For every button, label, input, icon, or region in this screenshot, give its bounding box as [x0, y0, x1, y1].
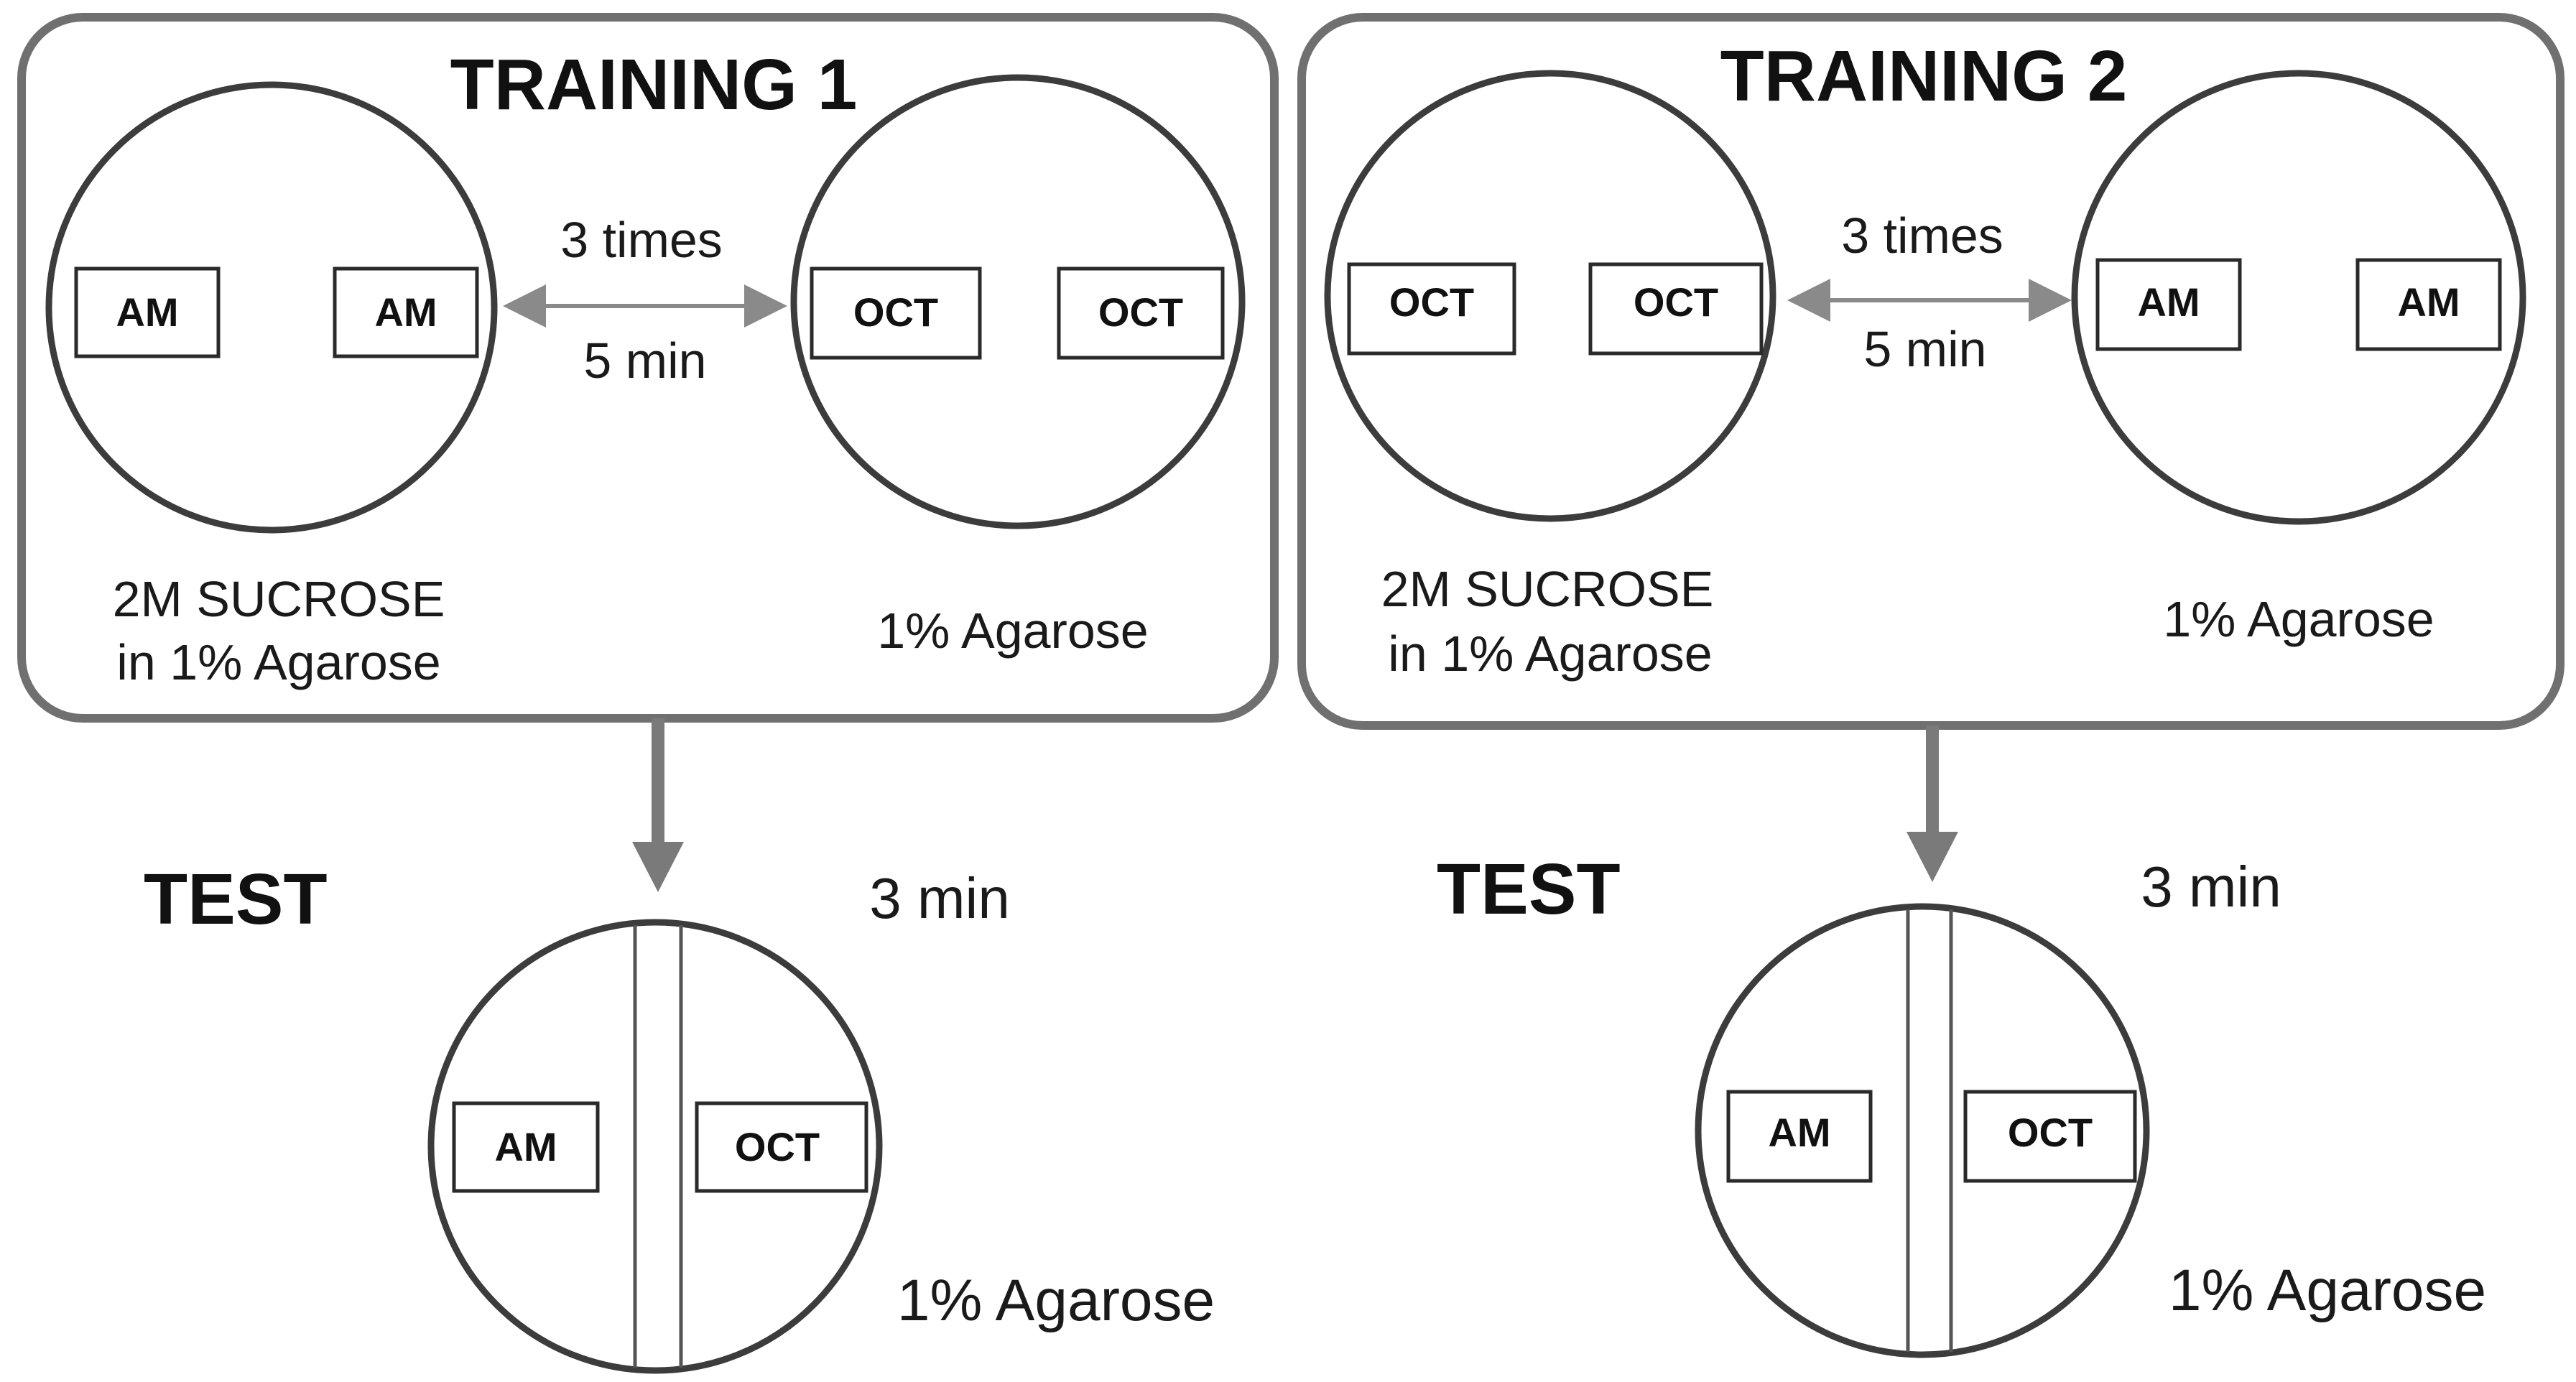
- odor-well-label: AM: [1768, 1110, 1830, 1155]
- odor-well-label: AM: [374, 289, 437, 335]
- substrate-caption: 1% Agarose: [2163, 591, 2434, 647]
- repetition-label: 3 times: [1841, 208, 2003, 264]
- odor-well: [1057, 266, 1225, 360]
- training-1-right-dish: OCT OCT: [790, 74, 1246, 529]
- test-dish-outline: [1695, 903, 2150, 1358]
- dish-outline: [2071, 70, 2526, 525]
- odor-well: [333, 266, 479, 358]
- odor-well: [810, 266, 982, 360]
- odor-well: [452, 1101, 600, 1193]
- test-2-duration: 3 min: [2141, 855, 2281, 919]
- odor-well: [695, 1101, 868, 1193]
- test-2: TEST 3 min AM OCT 1% Agarose: [1437, 849, 2486, 1358]
- test-1-title: TEST: [144, 859, 328, 940]
- odor-well: [2355, 258, 2502, 351]
- substrate-caption: 2M SUCROSE: [1381, 561, 1714, 617]
- substrate-caption: 2M SUCROSE: [113, 571, 445, 627]
- training-1-panel: TRAINING 1 AM AM 2M SUCROSE in 1% Agaros…: [17, 13, 1279, 723]
- training-2-left-dish: OCT OCT: [1324, 70, 1776, 522]
- odor-well-label: AM: [494, 1124, 557, 1169]
- odor-well-label: OCT: [2008, 1110, 2093, 1155]
- substrate-caption: in 1% Agarose: [1388, 626, 1712, 682]
- training-1-title: TRAINING 1: [450, 45, 858, 125]
- training-2-panel: TRAINING 2 OCT OCT 2M SUCROSE in 1% Agar…: [1297, 13, 2565, 730]
- training-2-title: TRAINING 2: [1720, 36, 2128, 116]
- odor-well-label: OCT: [1634, 279, 1718, 325]
- dish-outline: [790, 74, 1246, 529]
- test-2-title: TEST: [1437, 849, 1621, 929]
- odor-well-label: AM: [2137, 279, 2200, 325]
- odor-well-label: OCT: [735, 1124, 820, 1169]
- odor-well: [1588, 262, 1764, 356]
- training-1-left-dish: AM AM: [45, 81, 498, 534]
- odor-well-label: OCT: [1389, 279, 1474, 325]
- odor-well-label: AM: [116, 289, 178, 335]
- test-dish-outline: [427, 919, 883, 1374]
- repetition-label: 3 times: [560, 212, 723, 268]
- odor-well: [1963, 1090, 2137, 1183]
- odor-well-label: AM: [2397, 279, 2460, 325]
- test-1-substrate-caption: 1% Agarose: [897, 1268, 1215, 1333]
- training-1-frame: [17, 13, 1279, 723]
- odor-well: [1726, 1090, 1873, 1183]
- substrate-caption: in 1% Agarose: [116, 634, 440, 690]
- odor-well-label: OCT: [1098, 289, 1183, 335]
- duration-label: 5 min: [583, 333, 706, 389]
- training-2-to-test-arrow: [1906, 725, 1958, 882]
- test-1: TEST 3 min AM OCT 1% Agarose: [144, 859, 1215, 1374]
- training-2-right-dish: AM AM: [2071, 70, 2526, 525]
- test-1-duration: 3 min: [869, 866, 1010, 930]
- odor-well: [2095, 258, 2242, 351]
- odor-well: [74, 266, 221, 358]
- odor-well-label: OCT: [853, 289, 938, 335]
- duration-label: 5 min: [1863, 321, 1986, 377]
- odor-well: [1347, 262, 1516, 356]
- training-1-to-test-arrow: [632, 718, 684, 892]
- substrate-caption: 1% Agarose: [877, 603, 1148, 659]
- dish-outline: [1324, 70, 1776, 522]
- dish-outline: [45, 81, 498, 534]
- test-2-substrate-caption: 1% Agarose: [2169, 1258, 2486, 1323]
